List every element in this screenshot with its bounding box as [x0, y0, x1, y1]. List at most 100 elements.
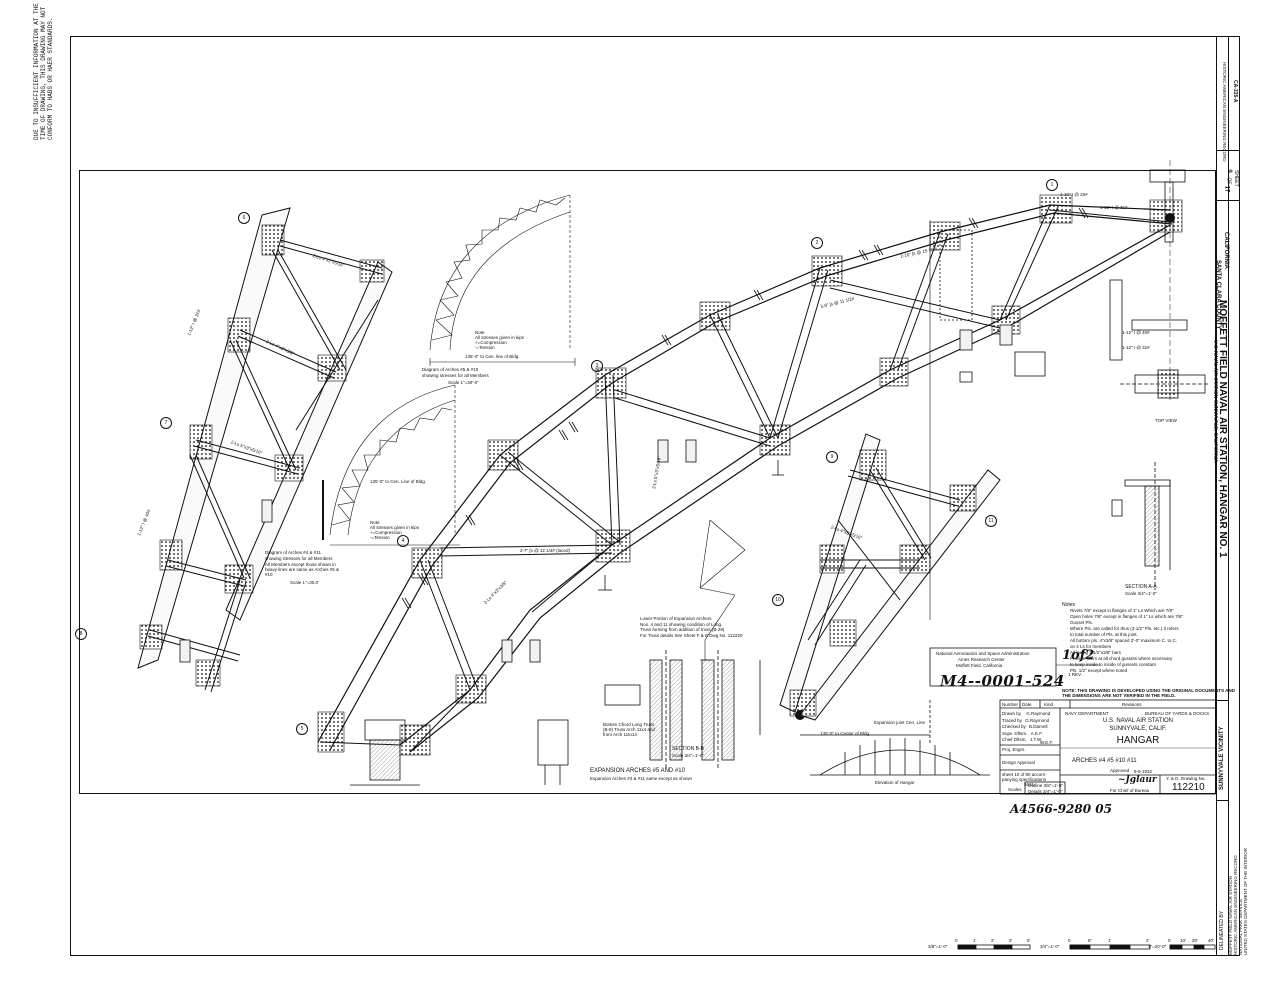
note-line: +=Compression: [475, 340, 507, 345]
note-line: Rivets 7/8" except in flanges of 1" Ls W…: [1070, 608, 1174, 613]
tb-dwg-label: Y. & D. Drawing No.: [1166, 776, 1206, 781]
tb-person-row: Chief Dftsm. J.T.W.: [1002, 737, 1043, 742]
tb-arches: ARCHES #4 #5 #10 #11: [1072, 758, 1137, 764]
disclaimer-line: NOTE: THIS DRAWING IS DEVELOPED USING TH…: [1062, 688, 1236, 693]
section-bb-scale: Scale 3/4"=1'-0": [672, 753, 704, 758]
tb-dwg-number: 112210: [1172, 782, 1205, 793]
member-label: 1-12" I @ 31#: [1122, 345, 1150, 350]
note-line: -=Tension: [475, 345, 495, 350]
notes-block: Notes Rivets 7/8" except in flanges of 1…: [1062, 602, 1212, 674]
tb-spec-line: sheet 10 of 90 accom-: [1002, 772, 1047, 777]
expansion-joint-label: Expansion joint Cen. Line: [874, 720, 926, 725]
nasa-block: National Aeronautics and Space Administr…: [936, 651, 1030, 669]
truss-diagram-lower: [329, 384, 460, 546]
elevation-label: Elevation of Hangar: [875, 780, 915, 785]
tb-outline-scale: Outline 3/8"=1'-0": [1028, 783, 1063, 788]
tb-col-revisions: Revisions: [1122, 702, 1142, 707]
nasa-block-frame: [929, 647, 1057, 687]
member-label: 1-12" I @ 31#: [1100, 205, 1128, 210]
note-line: Note: [475, 330, 485, 335]
diagram-frame-upper: [322, 480, 324, 540]
note-line: All lacing 2 1/2"x3/8" bars: [1070, 650, 1121, 655]
note-line: Note: [370, 520, 380, 525]
tb-people: Drawn by G.Raymond Traced by G.Raymond C…: [1002, 711, 1060, 744]
scale-label-1: 3/8"=1'-0": [928, 944, 948, 949]
truss-diagram-upper: [429, 194, 576, 366]
center-bottom-label: 135'-0" to Center of Bldg.: [820, 731, 871, 736]
note-line: Where Pls. are called for thus (3-1/2" P…: [1070, 626, 1179, 631]
scale-label-3: 1"=20'-0": [1148, 944, 1167, 949]
tb-person-row: Traced by G.Raymond: [1002, 717, 1050, 723]
hanger-details: [179, 324, 1013, 663]
note-line: +=Compression: [370, 530, 402, 535]
purlin-brackets: [401, 207, 1089, 609]
note-line: Provide fillers at all chord gussets whe…: [1070, 656, 1173, 661]
note-line: on 2 Ls for members: [1070, 644, 1112, 649]
tb-building: HANGAR: [1116, 735, 1160, 746]
joint-1: 1: [1046, 179, 1058, 191]
tb-person-row: Checked by B.Darnell: [1002, 724, 1048, 729]
note-line: Pls. 1/2" except where noted: [1070, 668, 1128, 673]
tb-design-approval: Design Approval: [1002, 760, 1035, 765]
note-line: For Truss details See Sheet F & B Dwg No…: [640, 632, 743, 638]
diagram-lower-scale: Scale 1"=30.0': [290, 580, 319, 585]
note-line: to keep inside to inside of gussets cons…: [1070, 662, 1156, 667]
tb-station: U.S. NAVAL AIR STATION: [1102, 718, 1173, 724]
notes-heading: Notes: [1062, 602, 1076, 608]
tb-signature: ~Jglaur: [1118, 775, 1157, 785]
member-label: 2-7" [s @ 12 1/4# (laced): [520, 548, 570, 553]
tb-person-row: Supv. Dftsm. A.E.F.: [1002, 730, 1043, 736]
note-line: Lower Portion of Expansion Archers: [640, 616, 712, 621]
tb-proj-engr-label: Proj. Engrs.: [1002, 747, 1026, 752]
diagram-lower-note: Note All stresses given in kips +=Compre…: [370, 520, 419, 540]
hinge-detail-upper: [939, 169, 1188, 383]
left-arch-truss: [137, 207, 393, 693]
scale-bars: [957, 944, 1216, 950]
nasa-line: National Aeronautics and Space Administr…: [936, 651, 1030, 656]
nasa-handwritten: 1of2: [1062, 648, 1095, 663]
nasa-rev: 1 REV.: [1068, 672, 1082, 677]
right-arch-gussets: [789, 449, 977, 717]
disclaimer-line: THE DIMENSIONS ARE NOT VERIFIED IN THE F…: [1062, 693, 1176, 698]
sheet-border: [70, 36, 1240, 956]
tb-scales-label: Scales: [1008, 787, 1022, 792]
sidebar-dividers: [1216, 36, 1240, 956]
diagram-upper-subtitle: showing stresses for all Members: [422, 373, 489, 378]
bottom-chord-note: Bottom Chord Long Truss (B-9) Truss Arch…: [603, 722, 655, 737]
tb-col-number: Number: [1002, 702, 1019, 707]
joint-9: 9: [826, 451, 838, 463]
tb-spec-line: panying specifications: [1002, 777, 1047, 782]
section-bb-title: SECTION B-B: [672, 746, 704, 752]
section-aa-title: SECTION A-A: [1125, 584, 1157, 590]
tb-col-kind: Kind: [1044, 702, 1054, 707]
sidebar-hline-4: [1216, 800, 1228, 801]
member-label: 1-12" I @ 40#: [1122, 330, 1150, 335]
nasa-line: Moffett Field, California: [956, 663, 1003, 668]
diagram-upper-title: Diagram of Arches #5 & #10: [422, 367, 479, 372]
tb-proj-engr-value: W.E.F.: [1040, 740, 1054, 745]
tb-city: SUNNYVALE, CALIF.: [1109, 726, 1167, 732]
diagram-lower-subtitle: showing Stresses for all Members: [265, 556, 333, 561]
tb-person-row: Drawn by G.Raymond: [1002, 711, 1051, 716]
note-line: Nos. 4 and 11 showing condition of Long.: [640, 621, 723, 627]
section-aa-scale: Scale 3/4"=1'-0": [1125, 591, 1157, 596]
joint-3: 3: [591, 360, 603, 372]
note-line: All stresses given in kips: [370, 525, 420, 530]
sidebar-hline-2: [1216, 200, 1240, 201]
sidebar-hline-1: [1216, 150, 1240, 151]
joint-11: 11: [985, 515, 997, 527]
main-arch-gussets: [317, 194, 1183, 756]
diagram-lower-span: 135'-0" to Cen. Line of Bldg.: [370, 479, 426, 484]
sidebar-hline-3: [1216, 700, 1228, 701]
diagram-lower-title: Diagram of Arches #4 & #11: [265, 550, 321, 555]
nasa-line: Ames Research Center: [958, 657, 1005, 662]
diagram-lower-note2: All Members except those shown in heavy …: [265, 562, 340, 577]
joint-2: 2: [811, 237, 823, 249]
joint-10: 10: [772, 594, 784, 606]
expansion-title: EXPANSION ARCHES #5 AND #10: [590, 768, 685, 774]
tb-col-date: Date: [1022, 702, 1032, 707]
nasa-doc-number: M4--0001-524: [940, 672, 1065, 690]
joint-8: 8: [75, 628, 87, 640]
expansion-joint-detail: [604, 650, 761, 770]
tb-dept: NAVY DEPARTMENT: [1065, 711, 1109, 716]
